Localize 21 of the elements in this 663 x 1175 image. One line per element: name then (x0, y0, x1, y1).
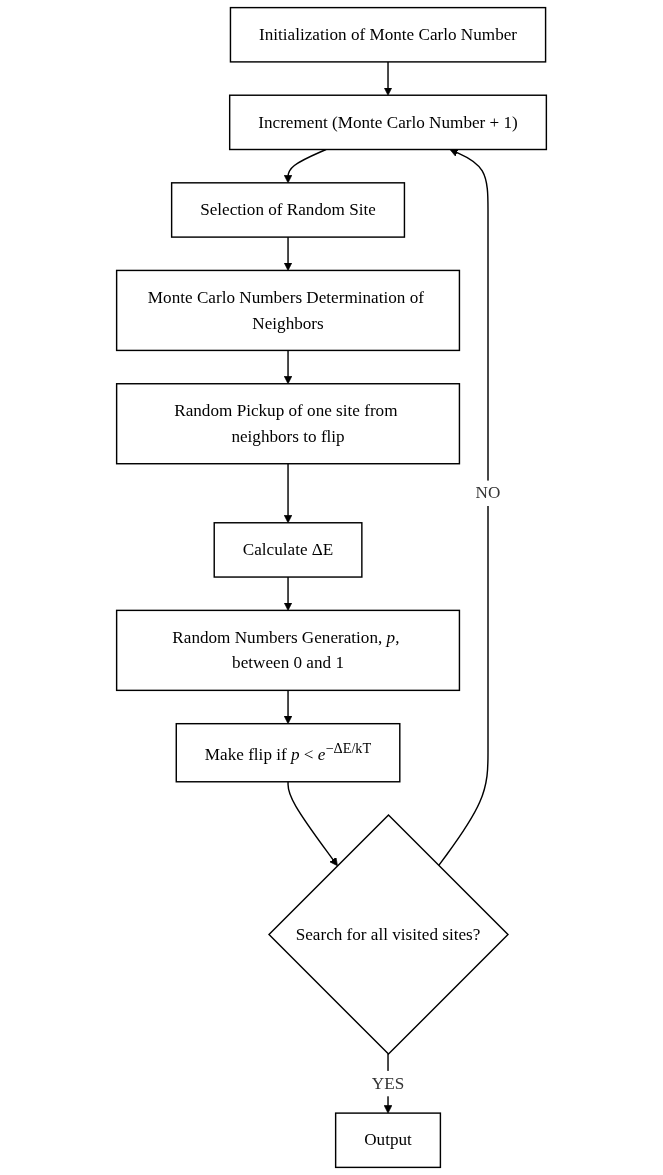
arrow (283, 576, 293, 611)
arrow (283, 148, 327, 184)
node-box: Make flip if p < e$^{−ΔE/kT}$ (175, 722, 401, 783)
node-box: Increment (Monte Carlo Number + 1) (228, 94, 548, 151)
arrow (437, 148, 489, 867)
arrow (283, 463, 293, 524)
node-box: Output (334, 1112, 442, 1169)
arrow (283, 349, 293, 385)
edge-label: YES (371, 1073, 405, 1093)
node-box: Selection of Random Site (170, 182, 406, 238)
edge-label: NO (475, 483, 501, 503)
node-box: Initialization of Monte Carlo Number (229, 6, 547, 63)
node-box: Monte Carlo Numbers Determination of Neighbors (115, 269, 461, 352)
node-box: Random Numbers Generation, p, between 0 and 1 (115, 609, 461, 692)
arrow (283, 236, 293, 271)
arrow (283, 689, 293, 725)
node-box: Random Pickup of one site from neighbors to flip (115, 383, 461, 465)
arrow (287, 781, 338, 867)
node-diamond: Search for all visited sites? (268, 814, 509, 1056)
node-box: Calculate ΔE (213, 522, 363, 578)
arrow (383, 61, 393, 96)
